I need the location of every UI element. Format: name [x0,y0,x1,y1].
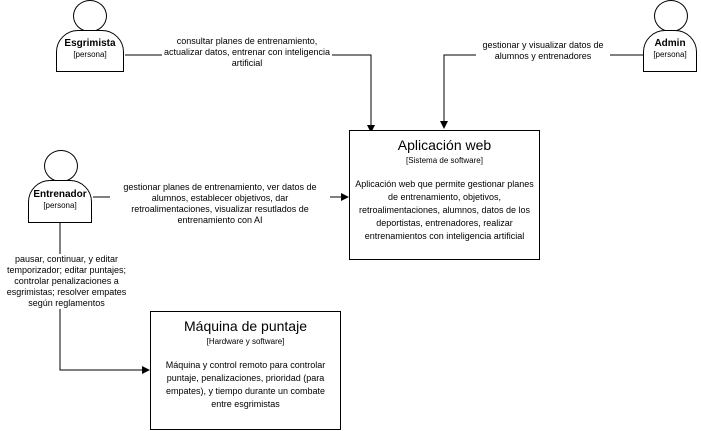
actor-admin: Admin [persona] [643,0,699,74]
system-aplicacion-type: [Sistema de software] [406,156,483,165]
actor-esgrimista-body: Esgrimista [persona] [56,30,124,72]
person-icon [44,150,78,182]
relationship-label-entrenador-app: gestionar planes de entrenamiento, ver d… [110,182,330,226]
connector-admin-to-app [440,54,643,129]
system-aplicacion-description: Aplicación web que permite gestionar pla… [355,179,534,241]
actor-entrenador-type: [persona] [43,201,77,210]
system-maquina-description: Máquina y control remoto para controlar … [165,360,326,409]
actor-entrenador-body: Entrenador [persona] [28,180,92,223]
actor-admin-body: Admin [persona] [643,30,697,72]
system-aplicacion-title: Aplicación web [397,137,492,153]
system-aplicacion-web: Aplicación web [Sistema de software] Apl… [349,130,540,260]
relationship-label-esgrimista-app: consultar planes de entrenamiento, actua… [162,36,332,69]
actor-esgrimista-name: Esgrimista [64,38,116,49]
actor-admin-name: Admin [654,38,686,49]
system-maquina-title: Máquina de puntaje [184,318,307,334]
relationship-label-entrenador-maquina: pausar, continuar, y editar temporizador… [0,254,133,309]
actor-admin-type: [persona] [653,50,687,59]
relationship-label-admin-app: gestionar y visualizar datos de alumnos … [476,40,610,62]
system-maquina-type: [Hardware y software] [206,337,285,346]
person-icon [654,0,688,32]
system-maquina-puntaje: Máquina de puntaje [Hardware y software]… [150,311,341,430]
actor-entrenador: Entrenador [persona] [28,150,94,225]
actor-esgrimista: Esgrimista [persona] [56,0,126,74]
actor-entrenador-name: Entrenador [33,189,87,200]
person-icon [73,0,107,32]
actor-esgrimista-type: [persona] [73,50,107,59]
